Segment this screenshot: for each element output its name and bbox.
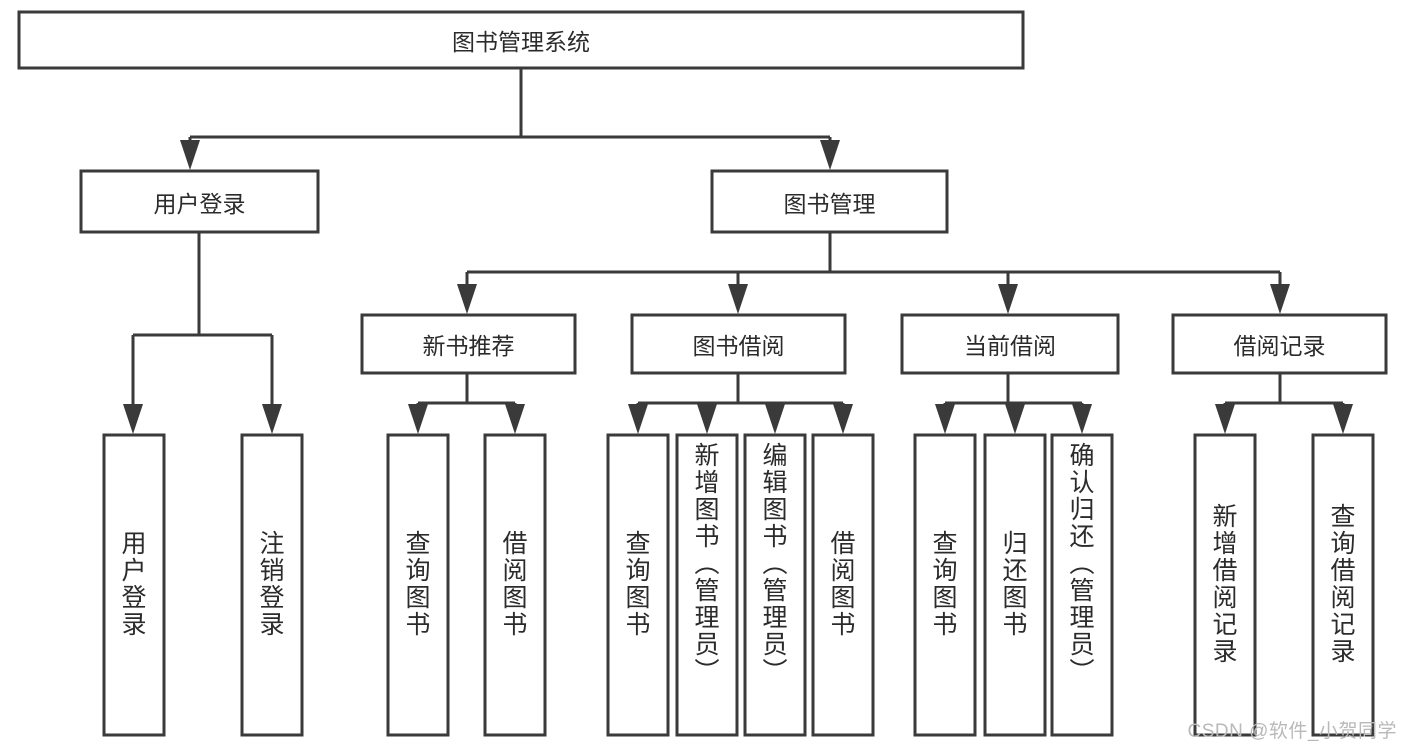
arrow-head-leaf-query-book-2: [628, 404, 648, 434]
connector-group-root: [180, 68, 840, 170]
node-box-leaf-add-book[interactable]: [675, 433, 739, 737]
node-box-leaf-query-book-1[interactable]: [386, 433, 450, 737]
arrow-head-leaf-query-record: [1333, 404, 1353, 434]
node-box-book-manage[interactable]: [710, 169, 949, 234]
arrow-head-leaf-borrow-book-1: [505, 404, 525, 434]
node-box-leaf-query-book-2[interactable]: [606, 433, 670, 737]
arrow-head-leaf-add-book: [697, 404, 717, 434]
node-box-leaf-logout-login[interactable]: [240, 433, 304, 737]
connector-group-new-book-rec: [408, 373, 525, 434]
node-box-leaf-query-record[interactable]: [1311, 433, 1375, 737]
arrow-head-leaf-add-record: [1215, 404, 1235, 434]
arrow-head-user-login: [180, 140, 200, 170]
node-box-new-book-rec[interactable]: [360, 313, 577, 375]
node-box-book-borrow[interactable]: [630, 313, 847, 375]
node-box-leaf-borrow-book-1[interactable]: [483, 433, 547, 737]
arrow-head-leaf-query-book-1: [408, 404, 428, 434]
arrow-head-leaf-confirm-return: [1072, 404, 1092, 434]
arrow-head-leaf-logout-login: [262, 404, 282, 434]
node-box-leaf-confirm-return[interactable]: [1050, 433, 1114, 737]
arrow-head-leaf-user-login: [123, 404, 143, 434]
arrow-head-leaf-query-book-3: [935, 404, 955, 434]
connector-group-current-borrow: [935, 373, 1092, 434]
node-box-leaf-user-login[interactable]: [102, 433, 166, 737]
node-box-borrow-record[interactable]: [1171, 313, 1388, 375]
node-box-leaf-query-book-3[interactable]: [913, 433, 977, 737]
arrow-head-book-manage: [820, 140, 840, 170]
node-box-leaf-return-book[interactable]: [983, 433, 1047, 737]
node-box-user-login[interactable]: [79, 169, 320, 234]
node-box-root[interactable]: [17, 10, 1025, 70]
connector-group-book-manage: [457, 232, 1290, 314]
arrow-head-book-borrow: [728, 284, 748, 314]
node-box-current-borrow[interactable]: [900, 313, 1120, 375]
node-box-leaf-borrow-book-2[interactable]: [811, 433, 875, 737]
csdn-watermark: CSDN @软件_小贺同学: [1187, 721, 1397, 742]
arrow-head-leaf-return-book: [1005, 404, 1025, 434]
arrow-head-leaf-edit-book: [765, 404, 785, 434]
node-box-leaf-edit-book[interactable]: [743, 433, 807, 737]
arrow-head-leaf-borrow-book-2: [833, 404, 853, 434]
node-box-leaf-add-record[interactable]: [1193, 433, 1257, 737]
arrow-head-new-book-rec: [457, 284, 477, 314]
connector-group-user-login: [123, 232, 282, 434]
connector-group-borrow-record: [1215, 373, 1353, 434]
connector-group-book-borrow: [628, 373, 853, 434]
arrow-head-borrow-record: [1270, 284, 1290, 314]
arrow-head-current-borrow: [998, 284, 1018, 314]
